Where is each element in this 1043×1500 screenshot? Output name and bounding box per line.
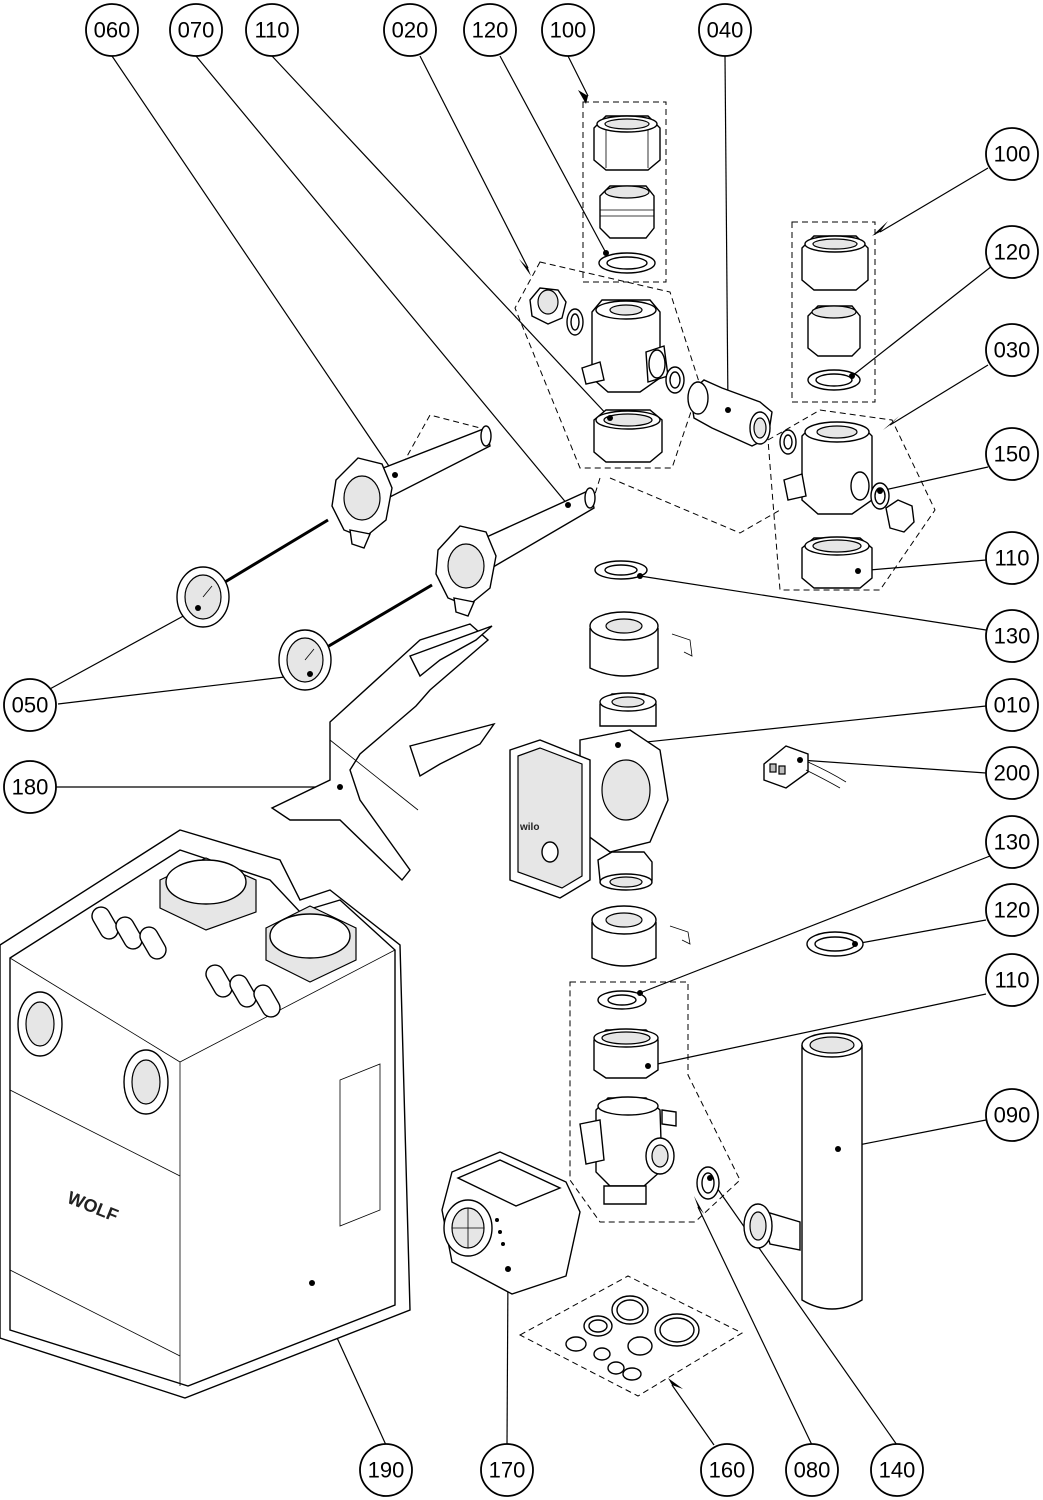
part-nipple-040 bbox=[687, 379, 797, 455]
callout-100-right: 100 bbox=[985, 127, 1039, 181]
callout-130-mid: 130 bbox=[985, 815, 1039, 869]
pump-brand-label: wilo bbox=[519, 822, 539, 833]
part-thermometer-050 bbox=[176, 518, 433, 691]
part-mixing-valve bbox=[579, 1096, 677, 1205]
part-housing-190: WOLF bbox=[0, 829, 411, 1399]
part-seal-140 bbox=[696, 1166, 720, 1200]
callout-110-top-label: 110 bbox=[254, 18, 289, 43]
callout-030: 030 bbox=[985, 323, 1039, 377]
callout-180: 180 bbox=[3, 760, 57, 814]
part-valve-020 bbox=[529, 287, 685, 463]
callout-180-label: 180 bbox=[12, 775, 49, 800]
callout-120-mid-label: 120 bbox=[994, 898, 1031, 923]
callout-040: 040 bbox=[698, 3, 752, 57]
callout-200-label: 200 bbox=[994, 761, 1031, 786]
part-valve-030 bbox=[783, 421, 915, 589]
callout-080: 080 bbox=[785, 1443, 839, 1497]
callout-010: 010 bbox=[985, 678, 1039, 732]
callout-070: 070 bbox=[169, 3, 223, 57]
part-seal-set-160 bbox=[565, 1295, 700, 1381]
callout-190: 190 bbox=[359, 1443, 413, 1497]
part-union-100-top bbox=[593, 115, 661, 274]
callout-100-top-label: 100 bbox=[550, 18, 587, 43]
callout-110-right: 110 bbox=[985, 531, 1039, 585]
callout-030-label: 030 bbox=[994, 338, 1031, 363]
callout-140-label: 140 bbox=[879, 1458, 916, 1483]
part-sleeve-060 bbox=[331, 425, 492, 549]
callout-050-label: 050 bbox=[12, 693, 49, 718]
part-bracket-180 bbox=[270, 623, 496, 882]
callout-050: 050 bbox=[3, 678, 57, 732]
part-actuator-170 bbox=[441, 1151, 581, 1295]
part-sleeve-070 bbox=[435, 487, 596, 617]
callout-130-mid-label: 130 bbox=[994, 830, 1031, 855]
callout-140: 140 bbox=[870, 1443, 924, 1497]
part-connector-200 bbox=[763, 745, 847, 789]
part-seal-130-mid bbox=[597, 990, 647, 1010]
callout-010-label: 010 bbox=[994, 693, 1031, 718]
callout-110-mid: 110 bbox=[985, 953, 1039, 1007]
callout-090: 090 bbox=[985, 1088, 1039, 1142]
leader-dots bbox=[195, 250, 883, 1286]
callout-200: 200 bbox=[985, 746, 1039, 800]
part-insulation-bottom bbox=[591, 905, 691, 967]
callout-110-right-label: 110 bbox=[994, 546, 1029, 571]
part-tube-090 bbox=[743, 1032, 863, 1310]
part-seal-130-top bbox=[594, 560, 648, 580]
callout-130-top: 130 bbox=[985, 609, 1039, 663]
callout-150: 150 bbox=[985, 427, 1039, 481]
dashed-groups bbox=[394, 101, 936, 1397]
callout-120-right-label: 120 bbox=[994, 240, 1031, 265]
part-seal-120-mid bbox=[806, 931, 864, 957]
callout-100-right-label: 100 bbox=[994, 142, 1031, 167]
callout-110-mid-label: 110 bbox=[994, 968, 1029, 993]
callout-020-label: 020 bbox=[392, 18, 429, 43]
callout-120-mid: 120 bbox=[985, 883, 1039, 937]
callout-160-label: 160 bbox=[709, 1458, 746, 1483]
part-union-100-right bbox=[801, 235, 869, 391]
callout-170: 170 bbox=[480, 1443, 534, 1497]
callout-120-right: 120 bbox=[985, 225, 1039, 279]
part-insulation-top bbox=[589, 611, 693, 677]
callout-110-top: 110 bbox=[245, 3, 299, 57]
callout-080-label: 080 bbox=[794, 1458, 831, 1483]
callout-160: 160 bbox=[700, 1443, 754, 1497]
callout-120-top-label: 120 bbox=[472, 18, 509, 43]
callout-040-label: 040 bbox=[707, 18, 744, 43]
callout-060: 060 bbox=[85, 3, 139, 57]
callout-020: 020 bbox=[383, 3, 437, 57]
callout-190-label: 190 bbox=[368, 1458, 405, 1483]
callout-170-label: 170 bbox=[489, 1458, 526, 1483]
callout-120-top: 120 bbox=[463, 3, 517, 57]
callout-150-label: 150 bbox=[994, 442, 1031, 467]
callout-100-top: 100 bbox=[541, 3, 595, 57]
callout-130-top-label: 130 bbox=[994, 624, 1031, 649]
part-nut-110-mid bbox=[593, 1028, 659, 1079]
part-pump-010: wilo bbox=[509, 692, 669, 899]
callout-070-label: 070 bbox=[178, 18, 215, 43]
callout-090-label: 090 bbox=[994, 1103, 1031, 1128]
callout-060-label: 060 bbox=[94, 18, 131, 43]
